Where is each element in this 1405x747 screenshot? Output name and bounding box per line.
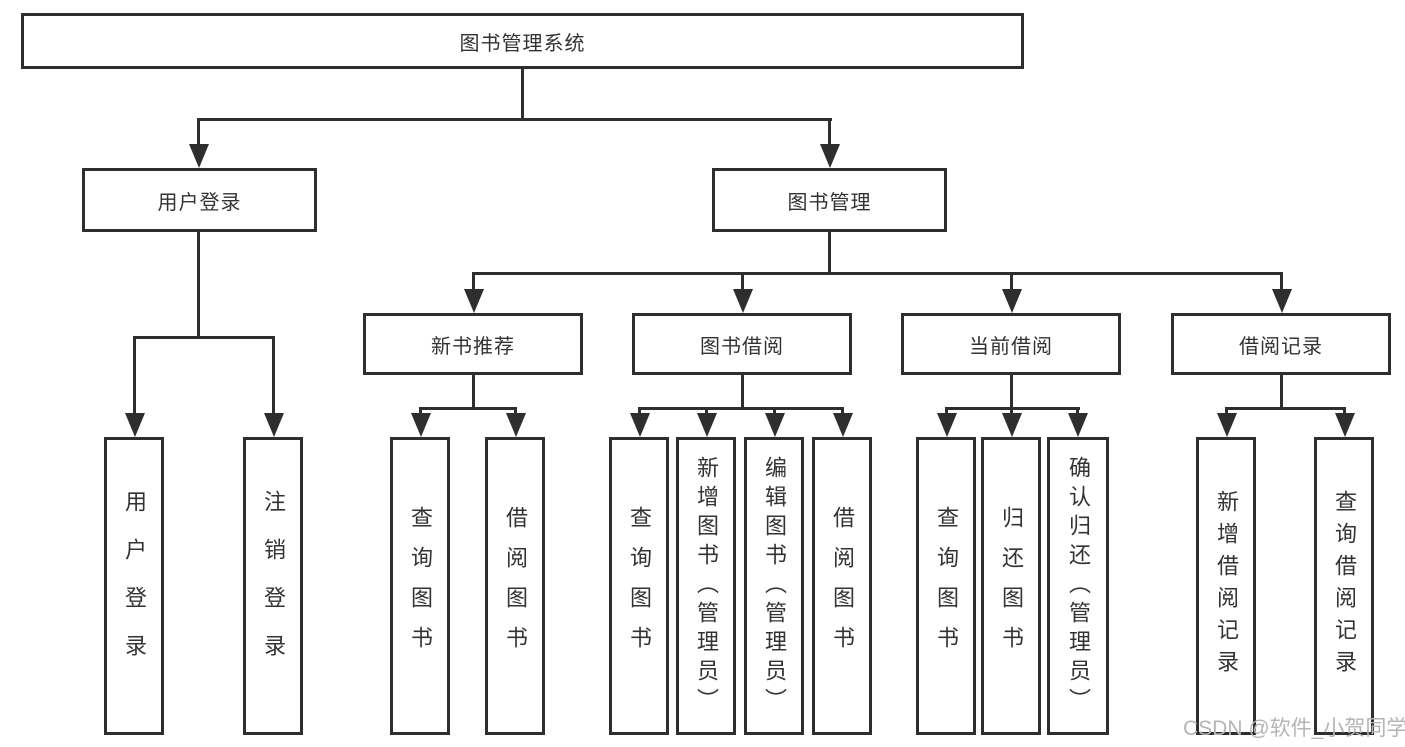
connector-line [1225, 407, 1228, 417]
node-borrow-records: 借阅记录 [1171, 313, 1391, 375]
node-user-login-label: 用户登录 [157, 191, 242, 214]
leaf-query-books-3-label: 查询图书 [934, 506, 959, 666]
arrowhead [765, 413, 785, 437]
arrowhead [1068, 413, 1088, 437]
leaf-add-book-admin-label: 新增图书（管理员） [694, 455, 719, 717]
node-current-borrowing: 当前借阅 [901, 313, 1121, 375]
leaf-add-book-admin: 新增图书（管理员） [676, 437, 736, 735]
node-book-borrowing: 图书借阅 [632, 313, 852, 375]
connector-line [133, 336, 136, 415]
connector-line [419, 407, 422, 417]
arrowhead [1335, 413, 1355, 437]
leaf-query-books-1: 查询图书 [390, 437, 450, 735]
leaf-query-borrow-record-label: 查询借阅记录 [1332, 490, 1357, 682]
node-current-borrowing-label: 当前借阅 [969, 335, 1053, 358]
arrowhead [1002, 413, 1022, 437]
arrowhead [1002, 289, 1022, 313]
connector-line [1343, 407, 1346, 417]
leaf-borrow-books-2-label: 借阅图书 [830, 506, 855, 666]
connector-line [472, 272, 1282, 275]
node-root-label: 图书管理系统 [459, 32, 586, 55]
leaf-add-borrow-record-label: 新增借阅记录 [1214, 490, 1239, 682]
connector-line [197, 118, 832, 121]
connector-line [197, 118, 200, 146]
connector-line [197, 232, 200, 336]
arrowhead [264, 413, 284, 437]
arrowhead [464, 289, 484, 313]
connector-line [133, 336, 275, 339]
connector-line [1280, 272, 1283, 291]
leaf-borrow-books-1-label: 借阅图书 [503, 506, 528, 666]
node-book-management: 图书管理 [712, 168, 947, 232]
arrowhead [697, 413, 717, 437]
leaf-user-login-label: 用户登录 [122, 490, 147, 682]
connector-line [472, 272, 475, 291]
leaf-user-login: 用户登录 [104, 437, 164, 735]
leaf-borrow-books-2: 借阅图书 [812, 437, 872, 735]
arrowhead [1217, 413, 1237, 437]
arrowhead [630, 413, 650, 437]
leaf-query-books-2: 查询图书 [609, 437, 669, 735]
arrowhead [820, 144, 840, 168]
leaf-query-borrow-record: 查询借阅记录 [1314, 437, 1374, 735]
node-borrow-records-label: 借阅记录 [1239, 335, 1323, 358]
node-book-borrowing-label: 图书借阅 [700, 335, 784, 358]
arrowhead [937, 413, 957, 437]
connector-line [472, 375, 475, 409]
connector-line [828, 118, 831, 146]
leaf-confirm-return-admin: 确认归还（管理员） [1047, 437, 1109, 735]
leaf-add-borrow-record: 新增借阅记录 [1196, 437, 1256, 735]
node-new-book-recommend-label: 新书推荐 [431, 335, 515, 358]
leaf-query-books-1-label: 查询图书 [408, 506, 433, 666]
connector-line [1010, 272, 1013, 291]
connector-line [841, 407, 844, 417]
leaf-confirm-return-admin-label: 确认归还（管理员） [1066, 455, 1091, 717]
connector-line [1225, 407, 1346, 410]
connector-line [945, 407, 948, 417]
leaf-return-books-label: 归还图书 [999, 506, 1024, 666]
leaf-edit-book-admin-label: 编辑图书（管理员） [762, 455, 787, 717]
connector-line [419, 407, 517, 410]
arrowhead [125, 413, 145, 437]
connector-line [705, 407, 708, 417]
connector-line [1076, 407, 1079, 417]
connector-line [1280, 375, 1283, 409]
leaf-logout-label: 注销登录 [261, 490, 286, 682]
leaf-return-books: 归还图书 [981, 437, 1041, 735]
connector-line [741, 375, 744, 409]
leaf-logout: 注销登录 [243, 437, 303, 735]
node-new-book-recommend: 新书推荐 [363, 313, 583, 375]
connector-line [1010, 375, 1013, 409]
arrowhead [189, 144, 209, 168]
connector-line [741, 272, 744, 291]
leaf-query-books-2-label: 查询图书 [627, 506, 652, 666]
arrowhead [1272, 289, 1292, 313]
connector-line [828, 232, 831, 272]
csdn-watermark: CSDN @软件_小贺同学 [1183, 717, 1405, 740]
arrowhead [411, 413, 431, 437]
arrowhead [833, 413, 853, 437]
node-user-login: 用户登录 [82, 168, 317, 232]
node-book-management-label: 图书管理 [787, 191, 872, 214]
node-root: 图书管理系统 [21, 13, 1024, 69]
connector-line [638, 407, 641, 417]
leaf-edit-book-admin: 编辑图书（管理员） [744, 437, 804, 735]
connector-line [521, 69, 524, 118]
arrowhead [506, 413, 526, 437]
leaf-query-books-3: 查询图书 [916, 437, 976, 735]
connector-line [773, 407, 776, 417]
connector-line [272, 336, 275, 415]
arrowhead [733, 289, 753, 313]
connector-line [514, 407, 517, 417]
connector-line [1010, 407, 1013, 417]
connector-line [638, 407, 844, 410]
leaf-borrow-books-1: 借阅图书 [485, 437, 545, 735]
